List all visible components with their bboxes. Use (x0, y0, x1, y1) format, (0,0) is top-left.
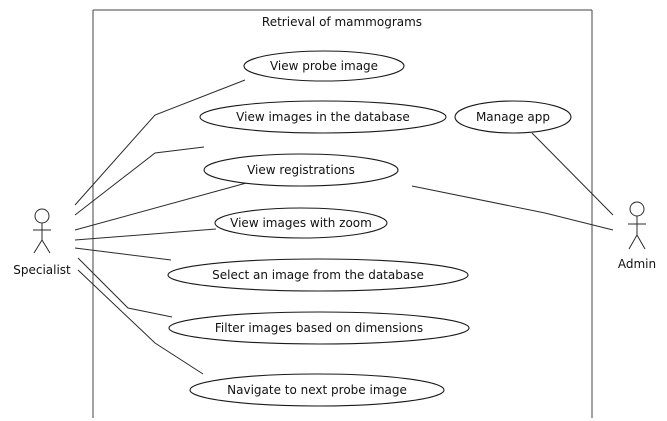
use-case-view-images-in-database[interactable]: View images in the database (199, 100, 447, 134)
assoc-navigate-next-probe (77, 269, 204, 375)
use-case-view-probe-image[interactable]: View probe image (243, 50, 405, 82)
stick-figure-icon (628, 201, 646, 250)
admin-associations (411, 132, 614, 231)
actor-label: Specialist (13, 263, 71, 277)
use-case-label: Filter images based on dimensions (215, 321, 423, 335)
use-case-label: View registrations (247, 163, 355, 177)
assoc-filter-images (77, 257, 173, 318)
stick-figure-icon (33, 208, 51, 254)
use-case-view-registrations[interactable]: View registrations (203, 153, 399, 187)
use-case-manage-app[interactable]: Manage app (454, 100, 572, 134)
use-case-label: Select an image from the database (212, 268, 424, 282)
specialist-associations (74, 79, 251, 375)
actor-specialist[interactable]: Specialist (13, 208, 71, 277)
use-case-filter-images-by-dimensions[interactable]: Filter images based on dimensions (168, 311, 470, 345)
assoc-view-probe-image (74, 79, 246, 206)
use-case-select-image-from-database[interactable]: Select an image from the database (167, 258, 469, 292)
assoc-view-images-in-db (74, 146, 205, 216)
system-boundary (92, 9, 593, 418)
use-case-label: Manage app (476, 110, 550, 124)
assoc-select-image-db (74, 247, 172, 261)
use-case-label: View probe image (270, 59, 378, 73)
use-case-label: View images in the database (236, 110, 410, 124)
use-case-navigate-next-probe-image[interactable]: Navigate to next probe image (189, 373, 445, 407)
use-case-view-images-with-zoom[interactable]: View images with zoom (214, 207, 388, 239)
system-title: Retrieval of mammograms (262, 15, 422, 29)
assoc-admin-view-registrations (411, 185, 614, 231)
assoc-manage-app (531, 132, 614, 216)
use-case-label: View images with zoom (230, 216, 372, 230)
assoc-view-images-zoom (74, 228, 217, 241)
actor-label: Admin (618, 257, 656, 271)
assoc-view-registrations (74, 181, 251, 231)
actor-admin[interactable]: Admin (618, 201, 656, 271)
use-case-label: Navigate to next probe image (227, 383, 407, 397)
